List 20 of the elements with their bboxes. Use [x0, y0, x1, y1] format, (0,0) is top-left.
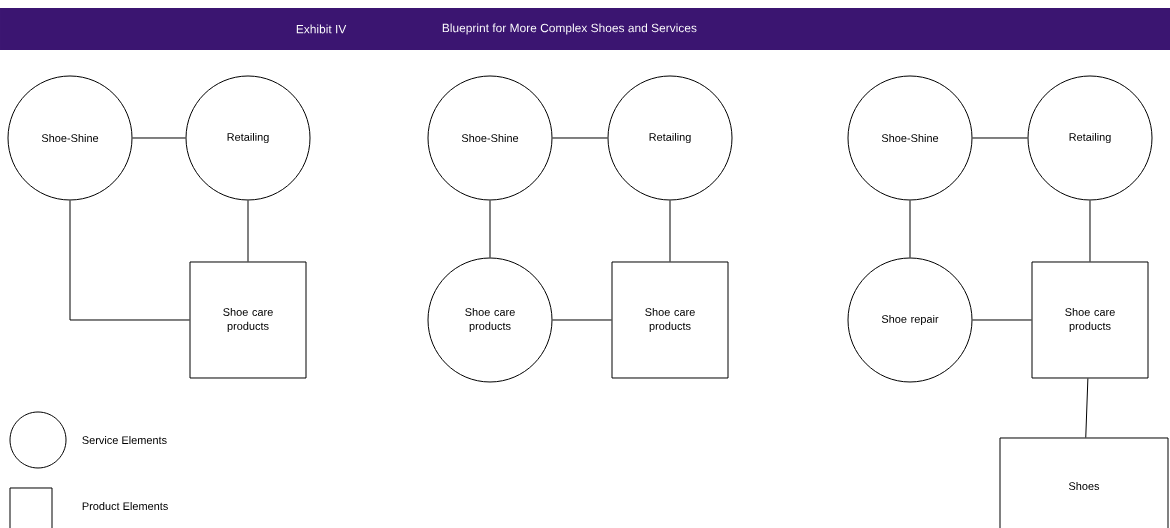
connector-line — [972, 137, 1028, 139]
product-box: Shoe care products — [611, 261, 729, 379]
legend-text: Product Elements — [82, 501, 168, 510]
product-box: Shoe care products — [189, 261, 307, 379]
connector-line — [552, 319, 612, 321]
connector-line — [972, 319, 1032, 321]
product-box: Shoe care products — [1031, 261, 1149, 379]
connector-line — [552, 137, 608, 139]
connector-line — [909, 200, 911, 258]
connector-line — [669, 200, 671, 262]
title-text: Blueprint for More Complex Shoes and Services — [442, 23, 697, 35]
exhibit-label: Exhibit IV — [296, 24, 347, 34]
product-box: Shoes — [999, 437, 1169, 528]
connector-line — [69, 200, 190, 321]
connector-line — [1085, 378, 1089, 438]
connector-line — [489, 200, 491, 258]
connector-line — [1089, 200, 1091, 262]
connector-line — [132, 137, 186, 139]
connector-line — [247, 200, 249, 262]
legend-text: Service Elements — [82, 435, 167, 444]
